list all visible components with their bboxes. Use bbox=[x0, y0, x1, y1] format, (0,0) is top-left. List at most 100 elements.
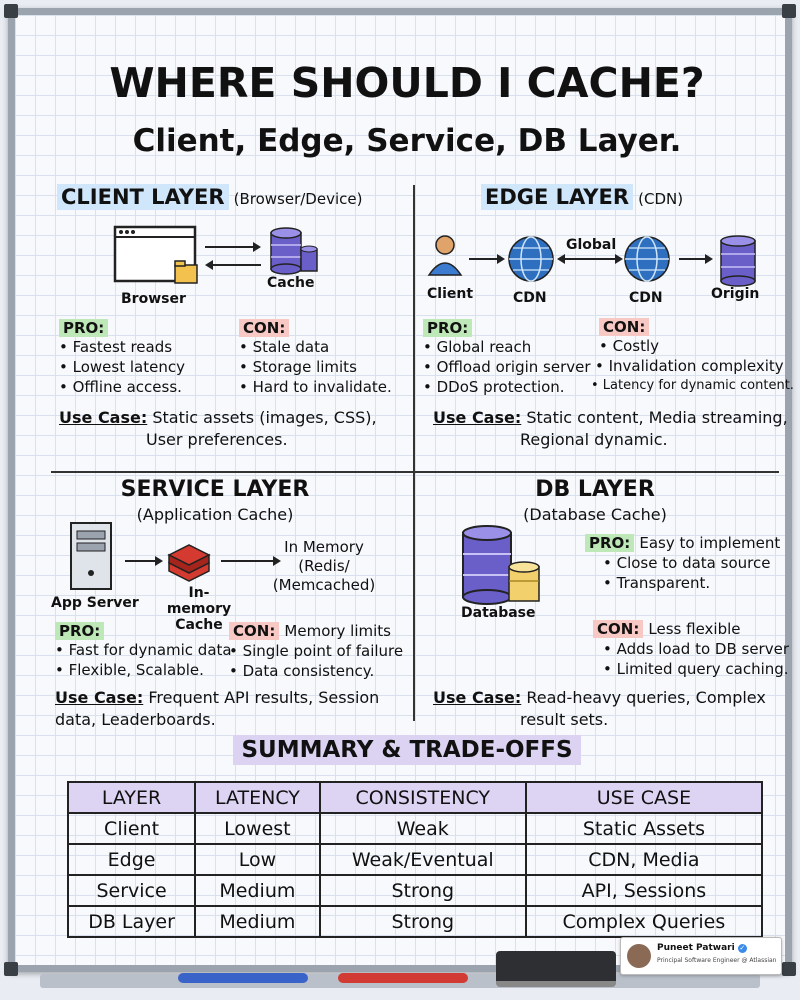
table-cell: Static Assets bbox=[524, 812, 764, 845]
use-case-text: Static assets (images, CSS), bbox=[152, 408, 377, 427]
use-case-text: Static content, Media streaming, bbox=[526, 408, 788, 427]
use-case-label: Use Case: bbox=[433, 408, 522, 427]
use-case-text: Regional dynamic. bbox=[520, 430, 668, 449]
list-item: • Storage limits bbox=[239, 358, 357, 376]
red-marker-icon[interactable] bbox=[338, 973, 468, 983]
summary-heading: SUMMARY & TRADE-OFFS bbox=[15, 735, 799, 765]
column-header: USE CASE bbox=[524, 781, 764, 814]
client-layer-heading: CLIENT LAYER (Browser/Device) bbox=[57, 184, 363, 210]
list-item: • Limited query caching. bbox=[603, 660, 789, 678]
use-case-label: Use Case: bbox=[433, 688, 522, 707]
list-item: • Lowest latency bbox=[59, 358, 185, 376]
column-header: LATENCY bbox=[194, 781, 321, 814]
table-cell: Strong bbox=[318, 874, 527, 907]
client-layer-subtitle: (Browser/Device) bbox=[233, 190, 363, 208]
client-diagram bbox=[113, 225, 318, 284]
list-item: • DDoS protection. bbox=[423, 378, 565, 396]
service-pro-list: PRO: • Fast for dynamic data • Flexible,… bbox=[55, 621, 232, 680]
whiteboard: WHERE SHOULD I CACHE? Client, Edge, Serv… bbox=[8, 8, 794, 972]
table-row: Service Medium Strong API, Sessions bbox=[66, 874, 764, 907]
list-item: • Costly bbox=[599, 337, 660, 355]
db-con-label: CON: bbox=[593, 620, 644, 638]
client-con-list: CON: • Stale data • Storage limits • Har… bbox=[239, 318, 392, 397]
app-server-label: App Server bbox=[51, 595, 139, 611]
table-cell: Strong bbox=[318, 905, 527, 938]
list-item: Easy to implement bbox=[639, 534, 781, 552]
author-name-text: Puneet Patwari bbox=[657, 943, 735, 953]
summary-title: SUMMARY & TRADE-OFFS bbox=[233, 735, 581, 765]
avatar bbox=[627, 944, 651, 968]
globe-icon bbox=[624, 236, 670, 282]
globe-icon bbox=[508, 236, 554, 282]
edge-layer-heading: EDGE LAYER (CDN) bbox=[481, 184, 684, 210]
db-layer-title: DB LAYER bbox=[535, 477, 655, 502]
table-cell: Complex Queries bbox=[524, 905, 764, 938]
database-icon bbox=[462, 525, 540, 605]
db-layer-subtitle: (Database Cache) bbox=[523, 505, 667, 524]
blue-marker-icon[interactable] bbox=[178, 973, 308, 983]
board-corner bbox=[782, 4, 796, 18]
client-use-case: Use Case: Static assets (images, CSS), U… bbox=[59, 407, 409, 451]
table-cell: CDN, Media bbox=[524, 843, 764, 876]
db-use-case: Use Case: Read-heavy queries, Complex re… bbox=[433, 687, 783, 731]
client-label: Client bbox=[427, 286, 474, 302]
table-cell: Client bbox=[66, 812, 197, 845]
board-corner bbox=[4, 962, 18, 976]
author-name: Puneet Patwari ✓ bbox=[657, 943, 747, 953]
table-cell: Medium bbox=[194, 905, 321, 938]
board-corner bbox=[4, 4, 18, 18]
client-pro-label: PRO: bbox=[59, 319, 109, 337]
use-case-label: Use Case: bbox=[59, 408, 148, 427]
origin-label: Origin bbox=[711, 286, 760, 302]
verified-icon: ✓ bbox=[737, 944, 747, 953]
author-role: Principal Software Engineer @ Atlassian bbox=[657, 957, 777, 964]
double-arrow-icon bbox=[557, 254, 623, 264]
list-item: • Fast for dynamic data bbox=[55, 641, 232, 659]
use-case-text: Read-heavy queries, Complex bbox=[526, 688, 766, 707]
cdn-label: CDN bbox=[513, 290, 547, 306]
cache-label: Cache bbox=[267, 275, 315, 291]
table-cell: Service bbox=[66, 874, 197, 907]
arrow-right-icon bbox=[205, 242, 261, 252]
inmemory-cache-line: In-memory bbox=[166, 585, 232, 617]
table-cell: Weak bbox=[318, 812, 527, 845]
arrow-left-icon bbox=[205, 260, 261, 270]
use-case-text: result sets. bbox=[520, 710, 609, 729]
author-card[interactable]: Puneet Patwari ✓ Principal Software Engi… bbox=[620, 937, 782, 975]
list-item: • Latency for dynamic content. bbox=[591, 378, 794, 393]
in-memory-target: In Memory (Redis/ (Memcached) bbox=[269, 538, 379, 595]
in-memory-line: In Memory bbox=[284, 538, 364, 556]
table-cell: Weak/Eventual bbox=[318, 843, 527, 876]
edge-pro-label: PRO: bbox=[423, 319, 473, 337]
list-item: • Global reach bbox=[423, 338, 532, 356]
user-icon bbox=[427, 235, 463, 276]
list-item: • Offline access. bbox=[59, 378, 182, 396]
table-cell: Medium bbox=[194, 874, 321, 907]
client-con-label: CON: bbox=[239, 319, 290, 337]
page-subtitle: Client, Edge, Service, DB Layer. bbox=[132, 123, 682, 159]
edge-con-label: CON: bbox=[599, 318, 650, 336]
origin-database-icon bbox=[720, 235, 756, 287]
table-cell: API, Sessions bbox=[524, 874, 764, 907]
board-corner bbox=[782, 962, 796, 976]
use-case-text: Frequent API results, Session bbox=[148, 688, 380, 707]
db-pro-label: PRO: bbox=[585, 534, 635, 552]
list-item: • Single point of failure bbox=[229, 642, 404, 660]
vertical-divider bbox=[413, 185, 415, 721]
table-header-row: LAYER LATENCY CONSISTENCY USE CASE bbox=[66, 781, 764, 814]
in-memory-line: (Redis/ bbox=[298, 557, 350, 575]
database-label: Database bbox=[461, 605, 536, 621]
redis-icon bbox=[167, 544, 211, 582]
edge-layer-title: EDGE LAYER bbox=[481, 184, 634, 210]
list-item: • Transparent. bbox=[603, 574, 711, 592]
service-con-list: CON: Memory limits • Single point of fai… bbox=[229, 621, 403, 681]
cdn-label: CDN bbox=[629, 290, 663, 306]
column-header: LAYER bbox=[66, 781, 197, 814]
cache-database-icon bbox=[270, 227, 318, 275]
edge-layer-subtitle: (CDN) bbox=[638, 190, 684, 208]
eraser-icon[interactable] bbox=[496, 951, 616, 987]
use-case-label: Use Case: bbox=[55, 688, 144, 707]
edge-diagram bbox=[427, 235, 756, 287]
service-pro-label: PRO: bbox=[55, 622, 105, 640]
table-row: DB Layer Medium Strong Complex Queries bbox=[66, 905, 764, 938]
